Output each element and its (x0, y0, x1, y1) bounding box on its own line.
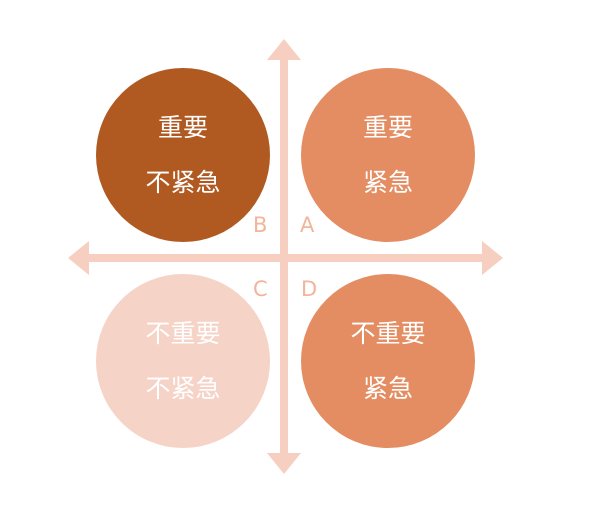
quadrant-b-line1: 重要 (157, 113, 208, 142)
quadrant-a-line1: 重要 (362, 113, 413, 142)
quadrant-d-line1: 不重要 (350, 319, 426, 348)
quadrant-c-circle: 不重要 不紧急 (96, 274, 270, 448)
axis-arrow-down (267, 453, 301, 474)
quadrant-b-circle: 重要 不紧急 (96, 68, 270, 242)
quadrant-c-letter: C (253, 277, 268, 301)
quadrant-c-line1: 不重要 (145, 319, 221, 348)
quadrant-d-circle: 不重要 紧急 (301, 274, 475, 448)
quadrant-b-letter: B (253, 213, 268, 237)
quadrant-a-line2: 紧急 (362, 168, 413, 197)
quadrant-b-line2: 不紧急 (145, 168, 221, 197)
horizontal-axis (84, 254, 488, 262)
axis-arrow-up (267, 39, 301, 60)
quadrant-a-circle: 重要 紧急 (301, 68, 475, 242)
quadrant-d-letter: D (301, 277, 318, 301)
quadrant-c-line2: 不紧急 (145, 374, 221, 403)
quadrant-a-letter: A (300, 213, 315, 237)
quadrant-d-line2: 紧急 (362, 374, 413, 403)
axis-arrow-right (482, 241, 503, 275)
axis-arrow-left (68, 241, 89, 275)
